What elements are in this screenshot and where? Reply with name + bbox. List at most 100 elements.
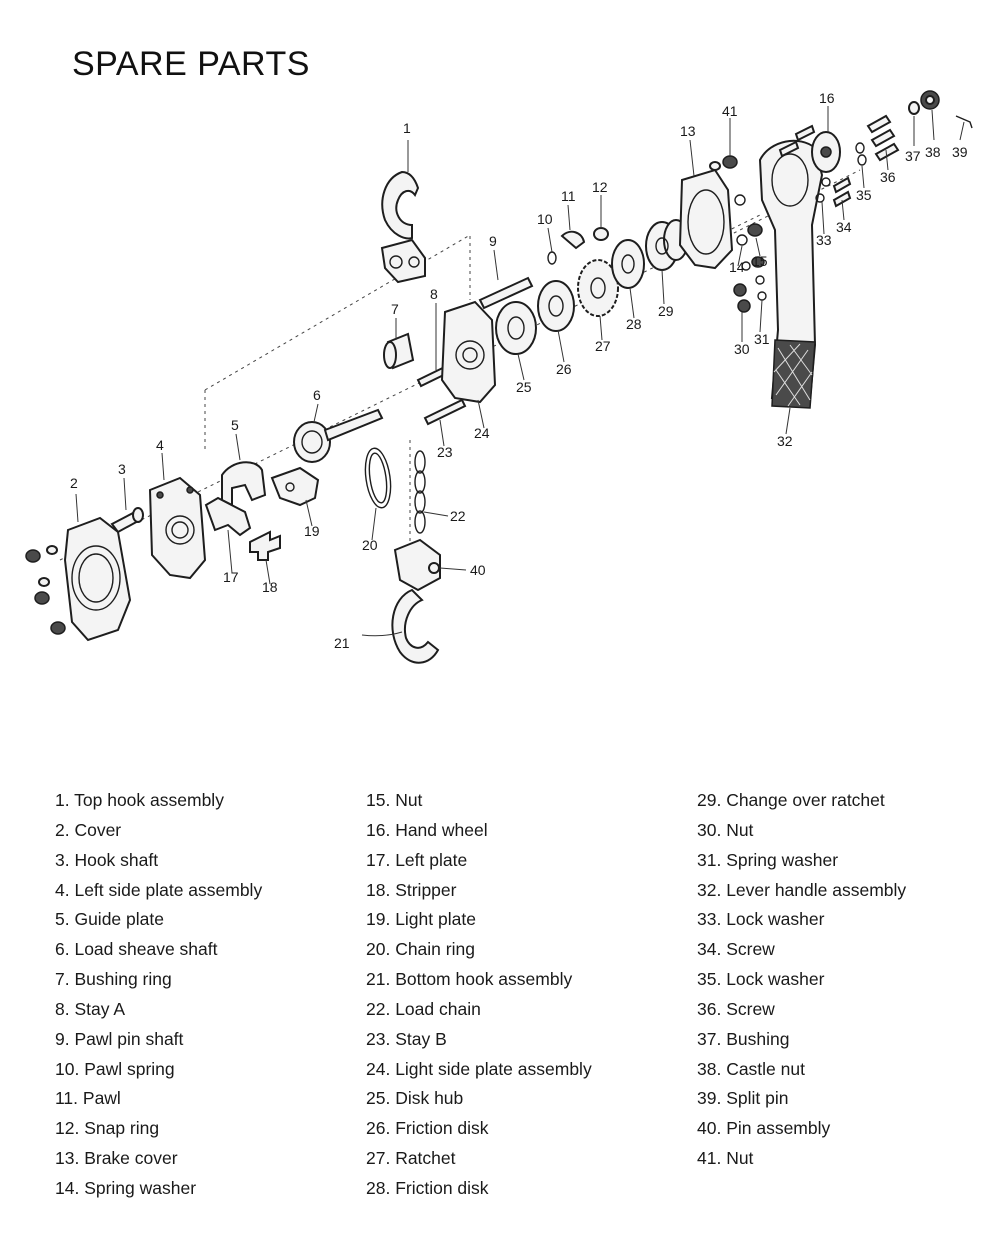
- legend-item: 4. Left side plate assembly: [55, 879, 263, 900]
- legend-item: 33. Lock washer: [697, 909, 825, 930]
- lever-bolts: [778, 124, 816, 158]
- legend-item: 35. Lock washer: [697, 969, 825, 990]
- legend-item: 26. Friction disk: [366, 1118, 489, 1139]
- spring-washers-14: [734, 194, 751, 271]
- callout-24: 24: [474, 425, 490, 441]
- split-pin-39: [955, 115, 973, 129]
- legend-item: 14. Spring washer: [55, 1177, 197, 1198]
- hand-wheel: [811, 131, 841, 173]
- legend-item: 10. Pawl spring: [55, 1058, 175, 1079]
- legend-item: 2. Cover: [55, 819, 122, 840]
- callout-34: 34: [836, 219, 852, 235]
- exploded-view-diagram: 1 2 3 4 5 6 7 8 9 10 11 12 13 14 15 16 1…: [25, 90, 973, 664]
- callout-21: 21: [334, 635, 350, 651]
- callout-40: 40: [470, 562, 486, 578]
- callout-38: 38: [925, 144, 941, 160]
- legend-item: 34. Screw: [697, 939, 775, 960]
- castle-nut-38: [920, 90, 940, 110]
- light-side-plate-assembly: [440, 300, 497, 404]
- legend-item: 30. Nut: [697, 819, 754, 840]
- legend-item: 25. Disk hub: [366, 1088, 464, 1109]
- bottom-hook-assembly: [391, 538, 441, 664]
- callout-31: 31: [754, 331, 770, 347]
- legend-item: 37. Bushing: [697, 1028, 790, 1049]
- callout-30: 30: [734, 341, 750, 357]
- callout-1: 1: [403, 120, 411, 136]
- parts-legend-column-1: 1. Top hook assembly 2. Cover 3. Hook sh…: [55, 788, 262, 1206]
- top-hook-assembly: [380, 170, 426, 284]
- callout-18: 18: [262, 579, 278, 595]
- nut-41: [709, 155, 738, 171]
- pawl-spring: [547, 251, 557, 265]
- callout-6: 6: [313, 387, 321, 403]
- legend-item: 13. Brake cover: [55, 1148, 178, 1169]
- left-plate: [204, 496, 252, 537]
- callout-14: 14: [729, 259, 745, 275]
- lock-washer-35: [855, 142, 867, 166]
- legend-item: 9. Pawl pin shaft: [55, 1028, 184, 1049]
- callout-7: 7: [391, 301, 399, 317]
- callout-13: 13: [680, 123, 696, 139]
- callout-9: 9: [489, 233, 497, 249]
- assembly-guide-lines: [59, 169, 861, 570]
- screw-36: [866, 114, 900, 162]
- legend-item: 18. Stripper: [366, 879, 457, 900]
- pawl: [560, 230, 586, 250]
- legend-item: 28. Friction disk: [366, 1177, 489, 1198]
- callout-22: 22: [450, 508, 466, 524]
- hook-shaft: [110, 507, 144, 534]
- parts-legend-column-3: 29. Change over ratchet 30. Nut 31. Spri…: [697, 788, 906, 1176]
- stay-b: [423, 398, 467, 426]
- callout-5: 5: [231, 417, 239, 433]
- callout-2: 2: [70, 475, 78, 491]
- legend-item: 20. Chain ring: [366, 939, 475, 960]
- brake-cover: [678, 168, 734, 270]
- cover-nuts: [25, 545, 66, 635]
- bushing-ring: [383, 332, 415, 370]
- screw-34: [832, 176, 852, 208]
- nut-15: [747, 223, 765, 268]
- legend-item: 6. Load sheave shaft: [55, 939, 218, 960]
- legend-item: 23. Stay B: [366, 1028, 447, 1049]
- cover-plate: [63, 516, 132, 642]
- legend-item: 21. Bottom hook assembly: [366, 969, 573, 990]
- friction-disk-28: [611, 239, 645, 289]
- legend-item: 16. Hand wheel: [366, 819, 488, 840]
- callout-33: 33: [816, 232, 832, 248]
- legend-item: 29. Change over ratchet: [697, 790, 885, 810]
- legend-item: 36. Screw: [697, 998, 775, 1019]
- callout-29: 29: [658, 303, 674, 319]
- callout-26: 26: [556, 361, 572, 377]
- legend-item: 8. Stay A: [55, 998, 126, 1019]
- light-plate: [270, 466, 320, 507]
- callout-17: 17: [223, 569, 239, 585]
- legend-item: 38. Castle nut: [697, 1058, 805, 1079]
- callout-4: 4: [156, 437, 164, 453]
- callout-12: 12: [592, 179, 608, 195]
- snap-ring: [593, 227, 609, 241]
- callout-20: 20: [362, 537, 378, 553]
- legend-item: 12. Snap ring: [55, 1118, 160, 1139]
- callout-11: 11: [561, 188, 576, 204]
- guide-plate: [221, 461, 267, 507]
- legend-item: 27. Ratchet: [366, 1148, 456, 1169]
- chain-ring: [364, 447, 392, 509]
- load-chain: [414, 450, 426, 534]
- callout-28: 28: [626, 316, 642, 332]
- callout-32: 32: [777, 433, 793, 449]
- callout-numbers: 1 2 3 4 5 6 7 8 9 10 11 12 13 14 15 16 1…: [70, 90, 968, 651]
- callout-16: 16: [819, 90, 835, 106]
- stripper: [249, 530, 281, 561]
- legend-item: 7. Bushing ring: [55, 969, 172, 990]
- legend-item: 11. Pawl: [55, 1088, 121, 1109]
- leader-lines: [75, 106, 965, 637]
- callout-35: 35: [856, 187, 872, 203]
- ratchet: [577, 259, 619, 317]
- callout-15: 15: [752, 253, 768, 269]
- legend-item: 41. Nut: [697, 1148, 754, 1169]
- callout-19: 19: [304, 523, 320, 539]
- page-title: SPARE PARTS: [72, 45, 310, 83]
- legend-item: 15. Nut: [366, 790, 423, 810]
- legend-item: 3. Hook shaft: [55, 849, 159, 870]
- legend-item: 32. Lever handle assembly: [697, 879, 907, 900]
